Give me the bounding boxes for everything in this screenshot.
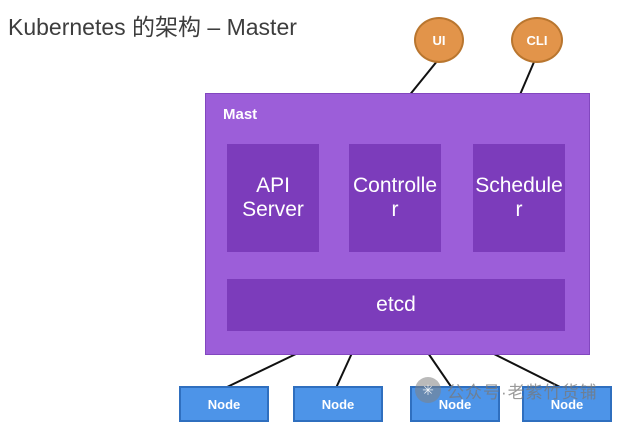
ui-node-label: UI xyxy=(432,32,446,48)
etcd-box-label: etcd xyxy=(376,293,416,316)
cli-node: CLI xyxy=(511,17,563,63)
component-scheduler-label: Scheduler xyxy=(475,173,563,221)
component-api-server: API Server xyxy=(227,144,319,252)
node-box-1: Node xyxy=(179,386,269,422)
cli-node-label: CLI xyxy=(526,32,548,48)
node-box-2-label: Node xyxy=(321,396,355,412)
node-box-3-label: Node xyxy=(438,396,472,412)
node-box-4-label: Node xyxy=(550,396,584,412)
component-api-server-label: API Server xyxy=(242,173,304,221)
component-controller: Controller xyxy=(349,144,441,252)
master-box: Mast API Server Controller Scheduler etc… xyxy=(205,93,590,355)
ui-node: UI xyxy=(414,17,464,63)
node-box-4: Node xyxy=(522,386,612,422)
component-scheduler: Scheduler xyxy=(473,144,565,252)
etcd-box: etcd xyxy=(227,279,565,331)
node-box-3: Node xyxy=(410,386,500,422)
node-box-1-label: Node xyxy=(207,396,241,412)
page-title: Kubernetes 的架构 – Master xyxy=(8,14,297,40)
node-box-2: Node xyxy=(293,386,383,422)
master-box-label: Mast xyxy=(223,106,258,123)
component-controller-label: Controller xyxy=(352,173,438,221)
